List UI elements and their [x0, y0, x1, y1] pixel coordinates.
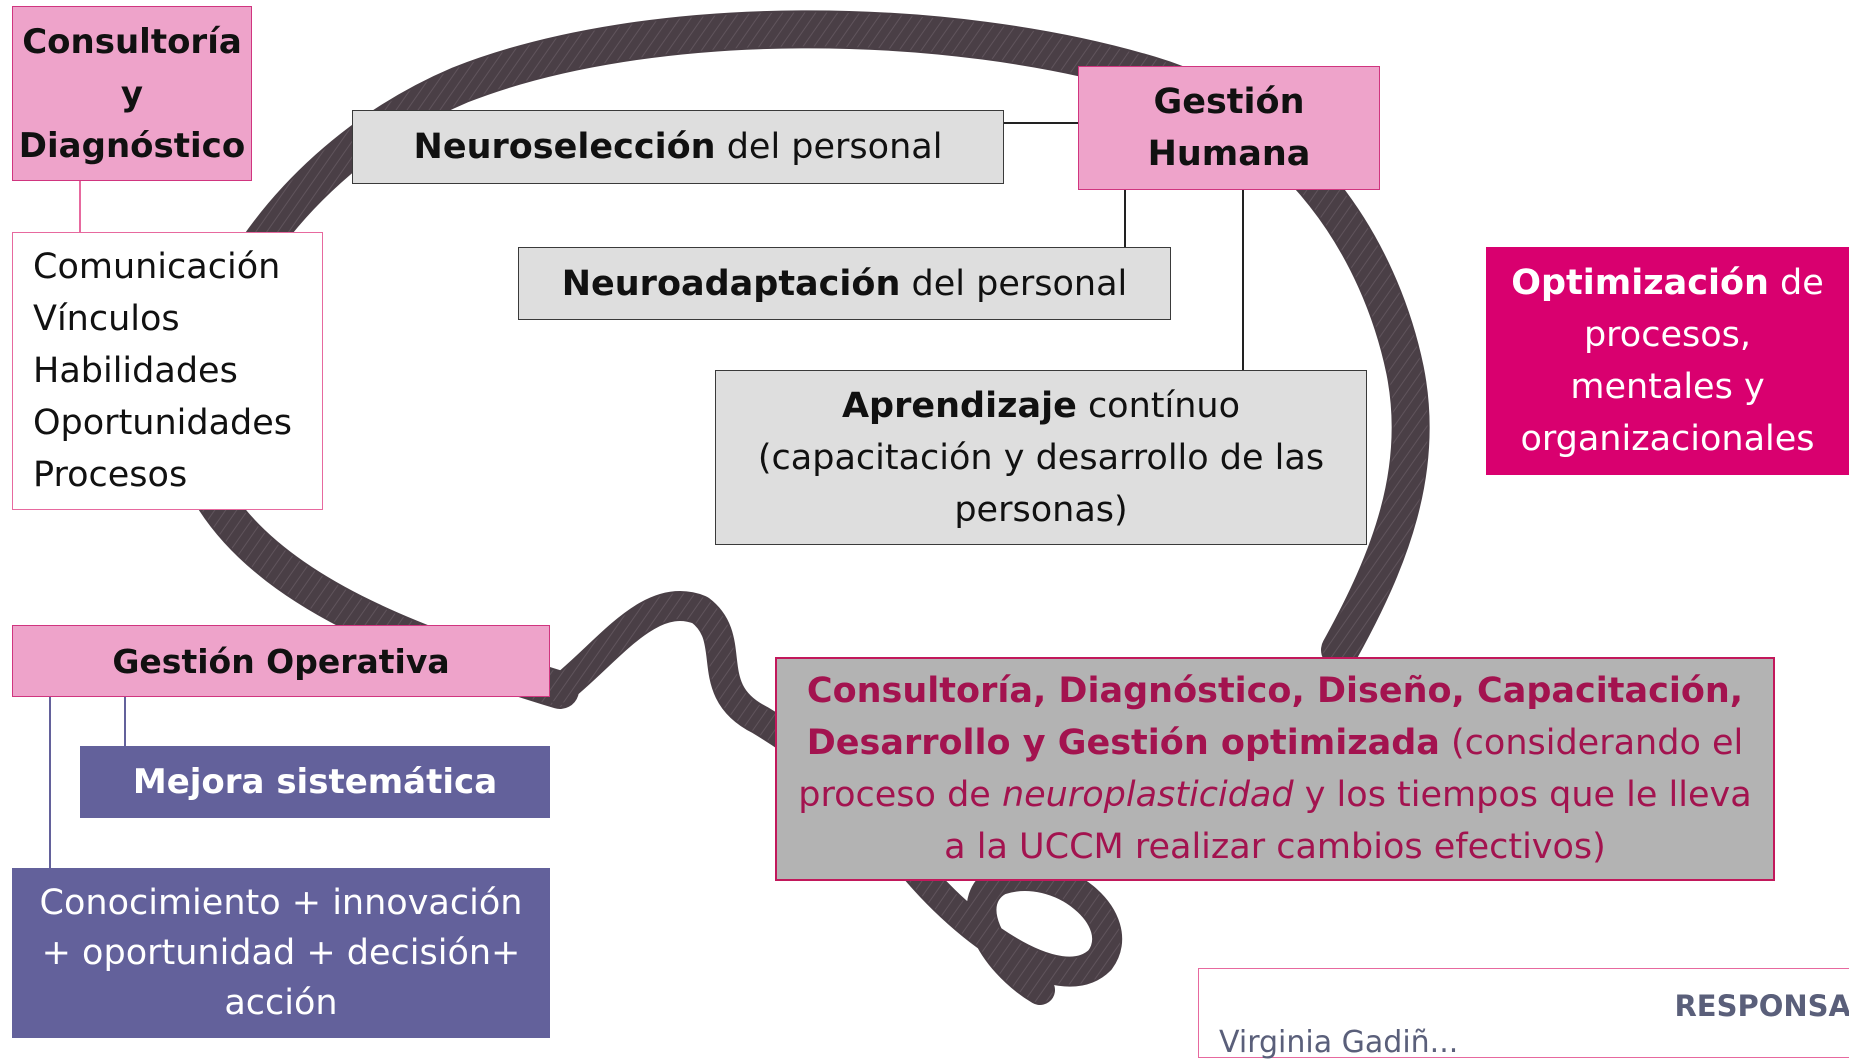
list-item: Comunicación — [33, 247, 281, 287]
aprendizaje-line3: personas) — [954, 489, 1128, 530]
conocimiento-line3: acción — [224, 983, 338, 1023]
optimizacion-rest: de — [1768, 263, 1824, 303]
neuroseleccion-box: Neuroselección del personal — [352, 110, 1004, 184]
mejora-label: Mejora sistemática — [132, 762, 498, 802]
big-line1: Consultoría, Diagnóstico, Diseño, Capaci… — [806, 671, 1744, 711]
neuroseleccion-bold: Neuroselección — [413, 127, 716, 167]
responsable-title: RESPONSA — [1674, 989, 1849, 1023]
gestion-humana-line1: Gestión — [1153, 82, 1305, 122]
optimizacion-line2: procesos, — [1583, 315, 1752, 355]
consultoria-line2: y — [120, 73, 144, 114]
consultoria-line3: Diagnóstico — [18, 125, 246, 166]
aprendizaje-bold: Aprendizaje — [841, 385, 1077, 426]
conocimiento-box: Conocimiento + innovación + oportunidad … — [12, 868, 550, 1038]
big-line4: a la UCCM realizar cambios efectivos) — [944, 827, 1606, 867]
list-item: Procesos — [33, 455, 188, 495]
optimizacion-line3: mentales y — [1570, 367, 1765, 407]
aprendizaje-box: Aprendizaje contínuo (capacitación y des… — [715, 370, 1367, 545]
consultoria-diagnostico-box: Consultoría y Diagnóstico — [12, 6, 252, 181]
gestion-humana-line2: Humana — [1147, 134, 1311, 174]
big-line3-a: proceso de — [798, 775, 1002, 815]
gestion-operativa-label: Gestión Operativa — [112, 641, 450, 681]
connector-lines — [49, 122, 1244, 868]
conocimiento-line1: Conocimiento + innovación — [39, 883, 523, 923]
responsable-box: RESPONSA Virginia Gadiñ... — [1198, 968, 1849, 1060]
list-item: Oportunidades — [33, 403, 293, 443]
list-item: Habilidades — [33, 351, 238, 391]
responsable-name: Virginia Gadiñ... — [1219, 1025, 1459, 1060]
big-line2-bold: Desarrollo y Gestión optimizada — [806, 723, 1440, 763]
gestion-operativa-box: Gestión Operativa — [12, 625, 550, 697]
optimizacion-bold: Optimización — [1511, 263, 1769, 303]
big-line3-italic: neuroplasticidad — [1001, 775, 1294, 815]
conocimiento-line2: + oportunidad + decisión+ — [41, 933, 521, 973]
optimizacion-line4: organizacionales — [1520, 419, 1815, 459]
mejora-sistematica-box: Mejora sistemática — [80, 746, 550, 818]
big-line3-b: y los tiempos que le lleva — [1293, 775, 1752, 815]
optimizacion-box: Optimización de procesos, mentales y org… — [1486, 247, 1849, 475]
neuroseleccion-rest: del personal — [715, 127, 943, 167]
neuroadaptacion-bold: Neuroadaptación — [561, 263, 901, 304]
consultoria-items-list: Comunicación Vínculos Habilidades Oportu… — [12, 232, 323, 510]
consultoria-optimizada-box: Consultoría, Diagnóstico, Diseño, Capaci… — [775, 657, 1775, 881]
list-item: Vínculos — [33, 299, 180, 339]
neuroadaptacion-rest: del personal — [900, 263, 1128, 304]
neuroadaptacion-box: Neuroadaptación del personal — [518, 247, 1171, 320]
aprendizaje-rest: contínuo — [1076, 385, 1241, 426]
gestion-humana-box: Gestión Humana — [1078, 66, 1380, 190]
aprendizaje-line2: (capacitación y desarrollo de las — [757, 437, 1325, 478]
consultoria-line1: Consultoría — [22, 21, 242, 62]
big-line2-rest: (considerando el — [1439, 723, 1744, 763]
